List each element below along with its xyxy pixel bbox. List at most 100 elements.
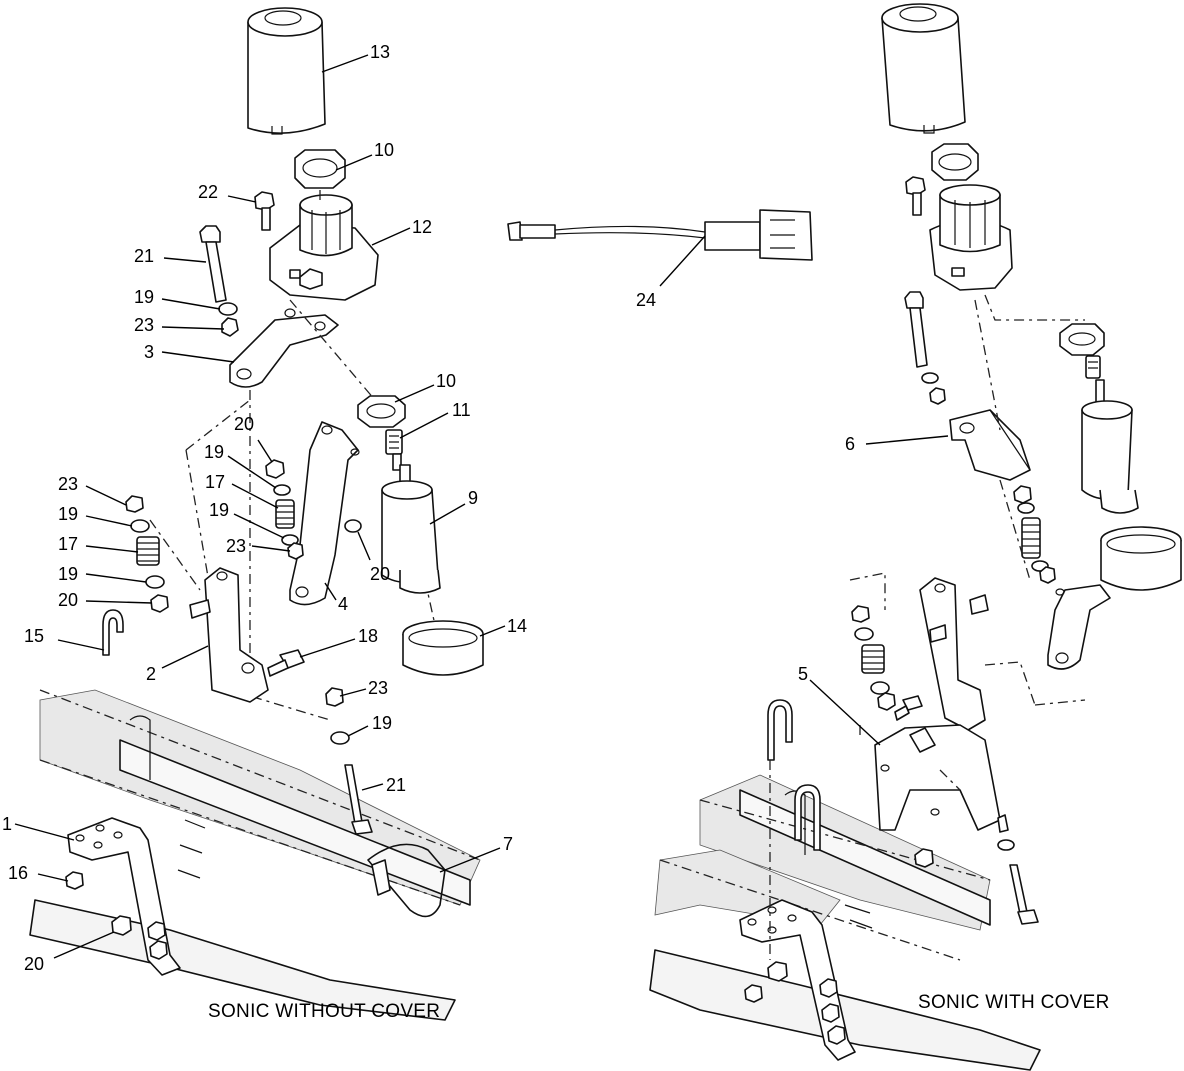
spring-17-stack (136, 536, 160, 566)
callout-4: 4 (338, 594, 348, 614)
flange-nuts-right (744, 961, 846, 1045)
callout-3: 3 (144, 342, 154, 362)
callout-15: 15 (24, 626, 44, 646)
callout-19-lower: 19 (372, 713, 392, 733)
ball-joint-11 (385, 429, 403, 471)
left-assembly: 13 10 22 12 21 19 23 3 24 10 11 20 (2, 7, 813, 1022)
bracket-6 (949, 409, 1031, 481)
ring-14 (402, 620, 484, 676)
callout-12: 12 (412, 217, 432, 237)
nut-right-stack-b (877, 692, 896, 711)
left-callouts: 13 10 22 12 21 19 23 3 24 10 11 20 (2, 42, 706, 974)
j-hook-15 (102, 609, 124, 656)
callout-19-stack-b: 19 (58, 564, 78, 584)
caption-without-cover: SONIC WITHOUT COVER (208, 1001, 440, 1022)
washer-19-lower (330, 731, 350, 745)
callout-7: 7 (503, 834, 513, 854)
nut-right-cover (914, 848, 934, 868)
j-hook-right (767, 699, 821, 851)
screw-right (905, 176, 926, 216)
callout-13: 13 (370, 42, 390, 62)
bracket-right-lower (1047, 584, 1111, 670)
jam-nut-10-upper (294, 149, 346, 189)
washer-right-stack-a (854, 627, 874, 641)
bolt-right-upper (904, 291, 928, 368)
washer-right-upper (921, 372, 939, 384)
callout-21-lower: 21 (386, 775, 406, 795)
callout-21-upper: 21 (134, 246, 154, 266)
jam-nut-10-lower (357, 395, 406, 428)
callout-20-lower: 20 (24, 954, 44, 974)
callout-23-mid: 23 (226, 536, 246, 556)
handle-grip-right (881, 3, 966, 134)
callout-23-stack: 23 (58, 474, 78, 494)
callout-2: 2 (146, 664, 156, 684)
callout-22: 22 (198, 182, 218, 202)
bolt-21-lower (344, 764, 373, 835)
callout-23-upper: 23 (134, 315, 154, 335)
control-housing-12 (269, 194, 379, 301)
washer-19-upper (218, 302, 238, 316)
nut-right-mid-b (1039, 566, 1056, 584)
damper-9 (381, 464, 441, 594)
jam-nut-right-lower (1059, 323, 1105, 356)
spring-17-mid (275, 499, 295, 529)
flange-nuts-20-lower (111, 915, 168, 960)
bolt-right-lower (997, 814, 1039, 925)
nut-20-stack (150, 594, 169, 613)
callout-10-upper: 10 (374, 140, 394, 160)
callout-11: 11 (452, 400, 471, 420)
callout-19-mid-a: 19 (204, 442, 224, 462)
nut-23-mid (287, 542, 304, 560)
callout-20-stack: 20 (58, 590, 78, 610)
washer-19-mid-a (273, 484, 291, 496)
bracket-2 (189, 567, 269, 703)
right-callouts: 6 5 (798, 434, 949, 746)
callout-9: 9 (468, 488, 478, 508)
washer-right-mid-a (1017, 502, 1035, 514)
callout-1: 1 (2, 814, 12, 834)
callout-17-stack: 17 (58, 534, 78, 554)
screw-22 (254, 191, 275, 231)
cover-plate-5 (874, 724, 1001, 831)
nut-23-upper (221, 317, 239, 337)
callout-18: 18 (358, 626, 378, 646)
caption-with-cover: SONIC WITH COVER (918, 992, 1110, 1013)
callout-20-bushing: 20 (370, 564, 390, 584)
bushing-20-mid (344, 519, 362, 533)
ring-right (1100, 526, 1182, 591)
nut-right-mid (1013, 485, 1032, 504)
spring-right-stack (861, 644, 885, 674)
right-assembly: 6 5 SONIC WITH COVER (649, 3, 1182, 1071)
nut-23-stack (125, 495, 144, 513)
nut-16 (65, 871, 84, 890)
callout-19-stack-a: 19 (58, 504, 78, 524)
callout-6: 6 (845, 434, 855, 454)
washer-19-stack-a (130, 519, 150, 533)
callout-19-upper: 19 (134, 287, 154, 307)
bracket-3 (229, 308, 339, 388)
callout-16: 16 (8, 863, 28, 883)
washer-right-stack-b (870, 681, 890, 695)
shoulder-bolt-right (894, 695, 923, 721)
control-housing-covered (929, 184, 1013, 291)
callout-23-lower: 23 (368, 678, 388, 698)
spring-right-mid (1021, 517, 1041, 559)
washer-19-stack-b (145, 575, 165, 589)
callout-19-mid-b: 19 (209, 500, 229, 520)
wire-harness-24 (507, 209, 813, 261)
bolt-21-upper (199, 225, 227, 303)
bracket-4 (289, 421, 360, 606)
callout-24: 24 (636, 290, 656, 310)
nut-right-stack (851, 605, 870, 623)
handle-grip-13 (247, 7, 326, 135)
bracket-right-pivot (919, 577, 989, 731)
jam-nut-right-upper (931, 143, 979, 181)
frame-right (649, 774, 1041, 1071)
nut-20-mid (265, 459, 285, 479)
nut-right-upper (929, 387, 946, 405)
callout-17-mid: 17 (205, 472, 225, 492)
shoulder-bolt-18 (267, 649, 305, 677)
damper-right (1081, 379, 1139, 514)
